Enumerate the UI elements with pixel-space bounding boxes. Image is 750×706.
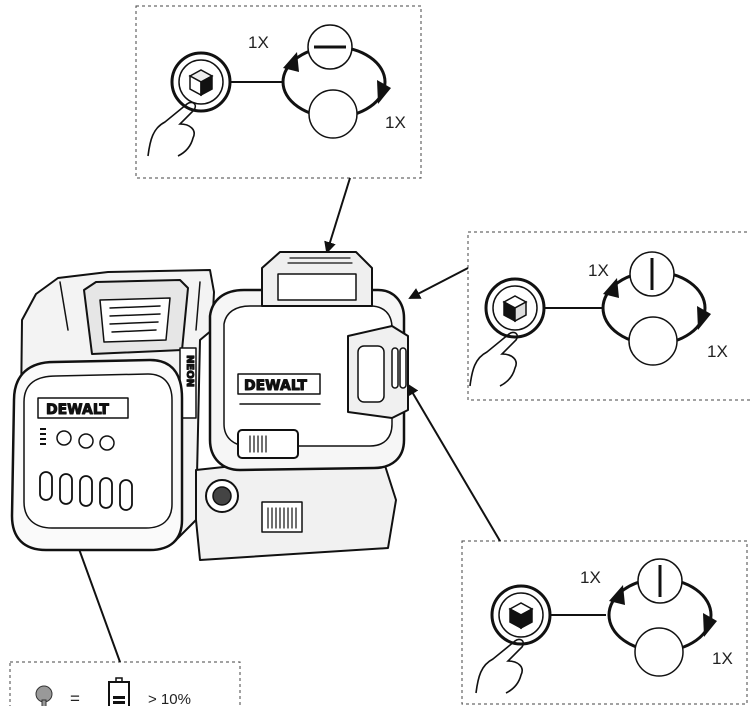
battery-mode-button: [78, 433, 94, 449]
bottom-right-mode-panel: 1X 1X: [461, 540, 748, 705]
press-count-label: 1X: [712, 649, 733, 668]
bracket-side-text: NEON: [184, 355, 195, 387]
press-count-label: 1X: [248, 33, 269, 52]
laser-level-device: NEON DEWALT: [10, 251, 409, 561]
cycle-arrow-icon: [283, 52, 299, 72]
battery-grip-slots: [39, 471, 133, 511]
legend-equals: =: [70, 689, 80, 706]
pressing-finger-icon: [469, 331, 519, 387]
cube-icon: [508, 602, 534, 630]
laser-brand-logo: DEWALT: [244, 378, 307, 394]
pressing-finger-icon: [475, 638, 525, 694]
mode-button-icon: [490, 584, 552, 646]
bottom-right-panel-border: [461, 540, 748, 705]
battery-mode-button: [99, 435, 115, 451]
cycle-arrow-icon: [603, 278, 619, 298]
pointer-arrow: [408, 267, 469, 299]
cycle-arrow-icon: [609, 585, 625, 605]
pressing-finger-icon: [147, 101, 197, 157]
battery-icon: [108, 677, 130, 706]
battery-indicator-leds: [40, 428, 46, 445]
base-vent: [267, 507, 297, 529]
side-window-grip: [391, 347, 407, 389]
press-count-label: 1X: [588, 261, 609, 280]
off-mode-icon: [308, 89, 358, 139]
battery-legend-border: [9, 661, 241, 706]
pointer-arrow: [324, 177, 351, 254]
top-mode-panel: 1X 1X: [135, 5, 422, 179]
cycle-arrow-icon: [697, 306, 711, 330]
top-panel-border: [135, 5, 422, 179]
cube-icon: [188, 69, 214, 97]
indicator-led-icon: [35, 685, 53, 706]
press-count-label: 1X: [580, 568, 601, 587]
cube-icon: [502, 295, 528, 323]
pointer-arrow: [406, 383, 501, 542]
mode-button-icon: [484, 277, 546, 339]
battery-mode-button: [56, 430, 72, 446]
press-count-label: 1X: [707, 342, 728, 361]
cycle-arrow-icon: [703, 613, 717, 637]
right-panel-border: [467, 231, 750, 401]
right-mode-panel: 1X 1X: [467, 231, 750, 401]
power-switch: [237, 429, 299, 459]
mode-button-icon: [170, 51, 232, 113]
cycle-arrow-icon: [377, 80, 391, 104]
battery-legend-panel: = > 10%: [9, 661, 241, 706]
off-mode-icon: [628, 316, 678, 366]
off-mode-icon: [634, 627, 684, 677]
press-count-label: 1X: [385, 113, 406, 132]
legend-threshold: > 10%: [148, 691, 191, 706]
battery-brand-logo: DEWALT: [46, 402, 109, 418]
